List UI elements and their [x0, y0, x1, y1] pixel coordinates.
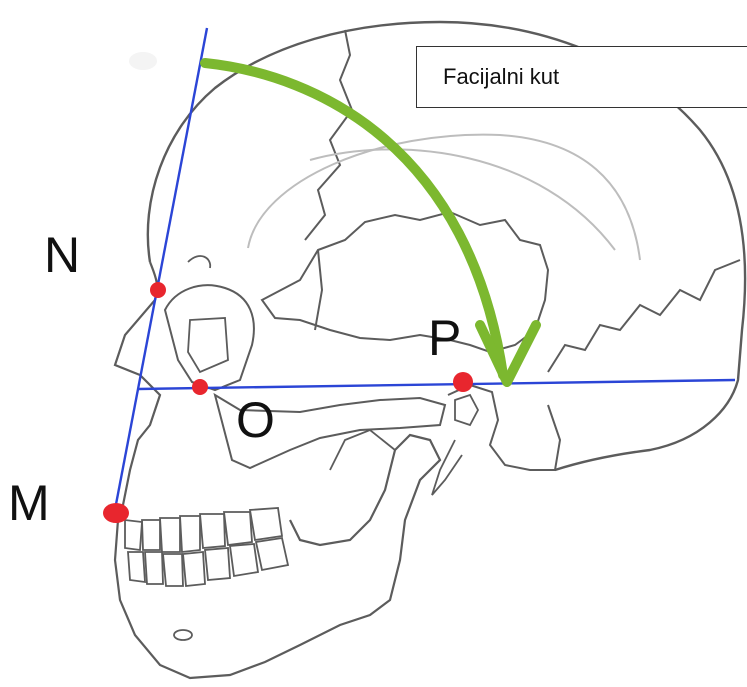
- lower-teeth: [128, 538, 288, 586]
- ear-canal: [455, 395, 478, 425]
- landmark-dot-n: [150, 282, 166, 298]
- mental-foramen: [174, 630, 192, 640]
- upper-teeth: [125, 508, 282, 552]
- angle-caption-box: Facijalni kut: [416, 46, 747, 108]
- angle-caption: Facijalni kut: [443, 64, 559, 90]
- label-o: O: [236, 395, 275, 445]
- orbit-outline: [165, 285, 254, 390]
- facial-line: [113, 28, 207, 520]
- label-m: M: [8, 478, 50, 528]
- coronal-suture: [305, 30, 352, 240]
- landmark-dot-m: [103, 503, 129, 523]
- orbit-inner: [188, 318, 228, 372]
- landmark-dot-o: [192, 379, 208, 395]
- nasal-bone: [188, 256, 210, 268]
- styloid-process: [432, 440, 462, 495]
- landmark-dot-p: [453, 372, 473, 392]
- label-n: N: [44, 230, 80, 280]
- mandible-notch: [330, 430, 395, 470]
- mastoid-process: [448, 385, 560, 470]
- temporal-bone-outline: [262, 212, 548, 352]
- label-p: P: [428, 313, 461, 363]
- faint-mark: [129, 52, 157, 70]
- lambdoid-suture: [548, 260, 740, 372]
- sphenoid-suture: [315, 250, 322, 330]
